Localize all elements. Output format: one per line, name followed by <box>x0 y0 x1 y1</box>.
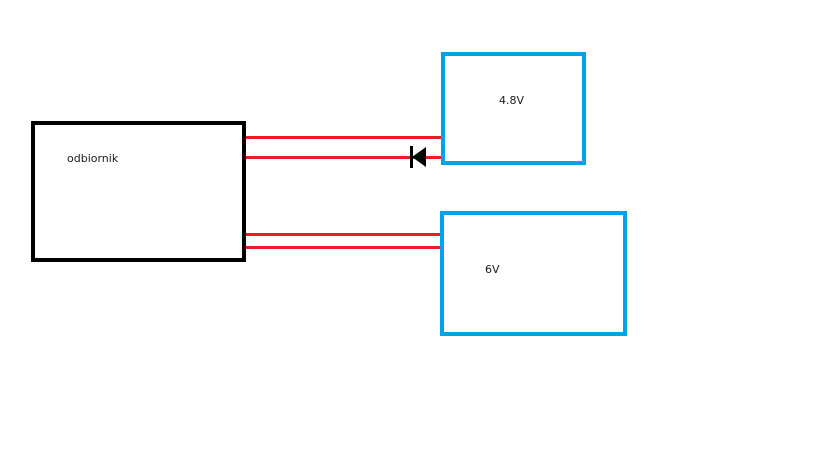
battery-48v-box <box>441 52 586 165</box>
battery-6v-label: 6V <box>485 263 500 276</box>
receiver-box <box>31 121 246 262</box>
battery-6v-box <box>440 211 627 336</box>
battery-48v-label: 4.8V <box>499 94 524 107</box>
diode-icon <box>410 146 426 168</box>
receiver-label: odbiornik <box>67 152 119 165</box>
